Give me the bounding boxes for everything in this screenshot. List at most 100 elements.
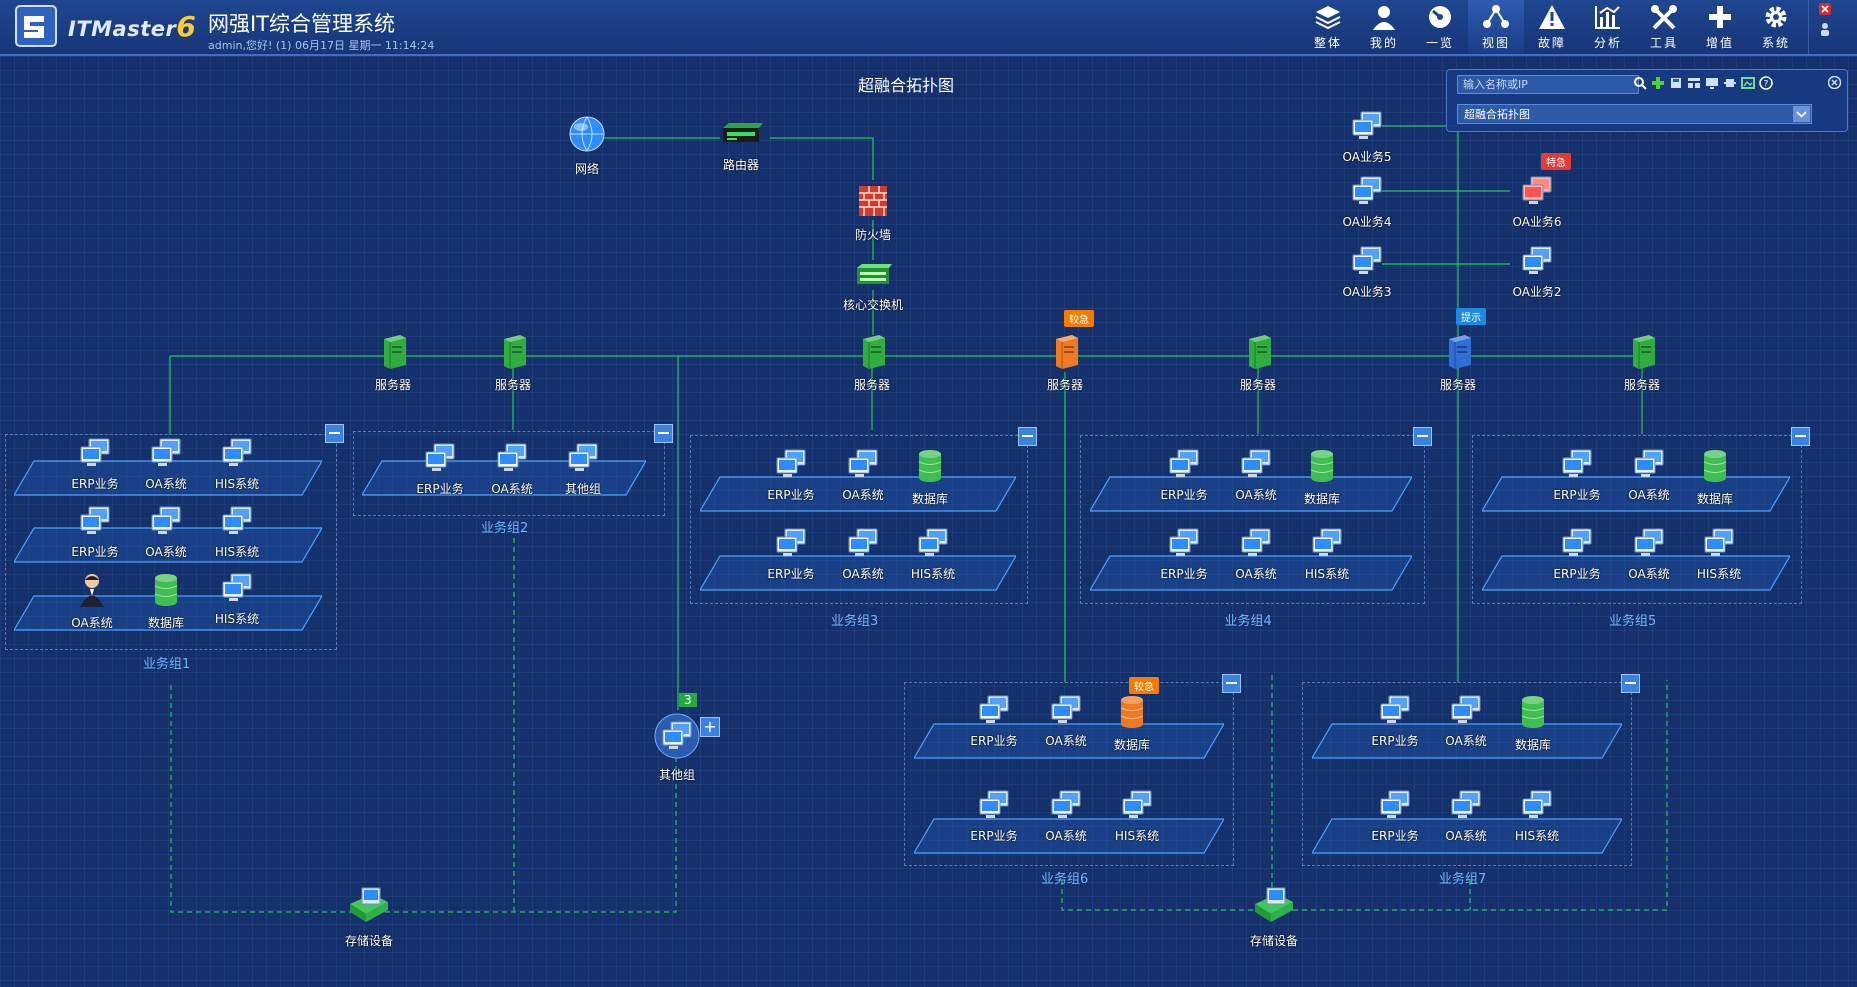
- g6-host-db[interactable]: 数据库: [1082, 694, 1182, 753]
- g2-host-other[interactable]: 其他组: [533, 442, 633, 497]
- nav-item-overall[interactable]: 整体: [1300, 0, 1356, 54]
- g4-host-erp[interactable]: ERP业务: [1134, 448, 1234, 503]
- group-label[interactable]: 业务组3: [831, 614, 879, 629]
- g2-host-erp[interactable]: ERP业务: [390, 442, 490, 497]
- storage-node-1[interactable]: 存储设备: [319, 886, 419, 949]
- nav-item-system[interactable]: 系统: [1748, 0, 1804, 54]
- g1-host-db[interactable]: 数据库: [116, 572, 216, 631]
- g7-host-oa[interactable]: OA系统: [1416, 789, 1516, 844]
- group-label[interactable]: 业务组5: [1609, 614, 1657, 629]
- other-group-node[interactable]: 其他组: [627, 712, 727, 783]
- g1-host-oa[interactable]: OA系统: [42, 572, 142, 631]
- logout-icon[interactable]: [1819, 22, 1831, 36]
- collapse-button[interactable]: [1791, 427, 1810, 446]
- g5-host-db[interactable]: 数据库: [1665, 448, 1765, 507]
- g6-host-erp[interactable]: ERP业务: [944, 789, 1044, 844]
- oa-service-node-4[interactable]: OA业务6: [1487, 175, 1587, 230]
- server-node-3[interactable]: 服务器: [822, 334, 922, 393]
- g5-host-erp[interactable]: ERP业务: [1527, 527, 1627, 582]
- node-label: OA系统: [145, 545, 187, 559]
- search-icon[interactable]: [1633, 76, 1647, 90]
- close-icon[interactable]: [1819, 3, 1831, 15]
- collapse-button[interactable]: [654, 424, 673, 443]
- firewall-node[interactable]: 防火墙: [823, 180, 923, 243]
- g6-host-oa[interactable]: OA系统: [1016, 789, 1116, 844]
- close-panel-icon[interactable]: [1828, 76, 1841, 89]
- view-select[interactable]: 超融合拓扑图: [1457, 104, 1812, 124]
- collapse-button[interactable]: [1413, 427, 1432, 446]
- nav-item-overview[interactable]: 一览: [1412, 0, 1468, 54]
- g1-host-his[interactable]: HIS系统: [187, 572, 287, 627]
- g6-host-oa[interactable]: OA系统: [1016, 694, 1116, 749]
- g5-host-oa[interactable]: OA系统: [1599, 527, 1699, 582]
- storage-node-2[interactable]: 存储设备: [1224, 886, 1324, 949]
- g1-host-his[interactable]: HIS系统: [187, 505, 287, 560]
- nav-item-tools[interactable]: 工具: [1636, 0, 1692, 54]
- network-node[interactable]: 网络: [537, 114, 637, 177]
- collapse-button[interactable]: [1222, 674, 1241, 693]
- g7-host-his[interactable]: HIS系统: [1487, 789, 1587, 844]
- g6-host-his[interactable]: HIS系统: [1087, 789, 1187, 844]
- g5-host-oa[interactable]: OA系统: [1599, 448, 1699, 503]
- group-label[interactable]: 业务组6: [1041, 872, 1089, 887]
- g3-host-oa[interactable]: OA系统: [813, 448, 913, 503]
- g1-host-oa[interactable]: OA系统: [116, 437, 216, 492]
- router-node[interactable]: 路由器: [691, 120, 791, 173]
- server-node-7[interactable]: 服务器: [1592, 334, 1692, 393]
- g4-host-erp[interactable]: ERP业务: [1134, 527, 1234, 582]
- oa-service-node-1[interactable]: OA业务5: [1317, 110, 1417, 165]
- g7-host-erp[interactable]: ERP业务: [1345, 789, 1445, 844]
- nav-item-fault[interactable]: 故障: [1524, 0, 1580, 54]
- g3-host-db[interactable]: 数据库: [880, 448, 980, 507]
- g7-host-oa[interactable]: OA系统: [1416, 694, 1516, 749]
- expand-button[interactable]: +: [700, 717, 720, 737]
- search-input[interactable]: [1457, 75, 1639, 94]
- nav-item-analysis[interactable]: 分析: [1580, 0, 1636, 54]
- image-icon[interactable]: [1741, 76, 1755, 90]
- g3-host-his[interactable]: HIS系统: [883, 527, 983, 582]
- collapse-button[interactable]: [1018, 427, 1037, 446]
- g1-host-oa[interactable]: OA系统: [116, 505, 216, 560]
- g5-host-erp[interactable]: ERP业务: [1527, 448, 1627, 503]
- device-icon[interactable]: [1723, 76, 1737, 90]
- g2-host-oa[interactable]: OA系统: [462, 442, 562, 497]
- oa-service-node-5[interactable]: OA业务2: [1487, 245, 1587, 300]
- collapse-button[interactable]: [1621, 674, 1640, 693]
- g4-host-oa[interactable]: OA系统: [1206, 527, 1306, 582]
- g7-host-db[interactable]: 数据库: [1483, 694, 1583, 753]
- server-node-4[interactable]: 服务器: [1015, 334, 1115, 393]
- oa-service-node-3[interactable]: OA业务3: [1317, 245, 1417, 300]
- core-switch-node[interactable]: 核心交换机: [823, 262, 923, 313]
- save-icon[interactable]: [1669, 76, 1683, 90]
- g4-host-his[interactable]: HIS系统: [1277, 527, 1377, 582]
- server-node-6[interactable]: 服务器: [1408, 334, 1508, 393]
- g1-host-erp[interactable]: ERP业务: [45, 437, 145, 492]
- group-label[interactable]: 业务组7: [1439, 872, 1487, 887]
- group-label[interactable]: 业务组4: [1224, 614, 1272, 629]
- g4-host-oa[interactable]: OA系统: [1206, 448, 1306, 503]
- add-icon[interactable]: [1651, 76, 1665, 90]
- oa-service-node-2[interactable]: OA业务4: [1317, 175, 1417, 230]
- g7-host-erp[interactable]: ERP业务: [1345, 694, 1445, 749]
- g3-host-erp[interactable]: ERP业务: [741, 448, 841, 503]
- g1-host-erp[interactable]: ERP业务: [45, 505, 145, 560]
- collapse-button[interactable]: [325, 424, 344, 443]
- nav-item-mine[interactable]: 我的: [1356, 0, 1412, 54]
- group-label[interactable]: 业务组2: [481, 521, 529, 536]
- g3-host-erp[interactable]: ERP业务: [741, 527, 841, 582]
- nav-item-value-added[interactable]: 增值: [1692, 0, 1748, 54]
- help-icon[interactable]: ?: [1759, 76, 1773, 90]
- nav-item-view[interactable]: 视图: [1468, 0, 1524, 54]
- monitor-icon[interactable]: [1705, 76, 1719, 90]
- server-node-1[interactable]: 服务器: [343, 334, 443, 393]
- g4-host-db[interactable]: 数据库: [1272, 448, 1372, 507]
- group-label[interactable]: 业务组1: [143, 657, 191, 672]
- g1-host-his[interactable]: HIS系统: [187, 437, 287, 492]
- g6-host-erp[interactable]: ERP业务: [944, 694, 1044, 749]
- layer-platform: [700, 476, 1016, 512]
- server-node-5[interactable]: 服务器: [1208, 334, 1308, 393]
- layout-icon[interactable]: [1687, 76, 1701, 90]
- server-node-2[interactable]: 服务器: [463, 334, 563, 393]
- g5-host-his[interactable]: HIS系统: [1669, 527, 1769, 582]
- g3-host-oa[interactable]: OA系统: [813, 527, 913, 582]
